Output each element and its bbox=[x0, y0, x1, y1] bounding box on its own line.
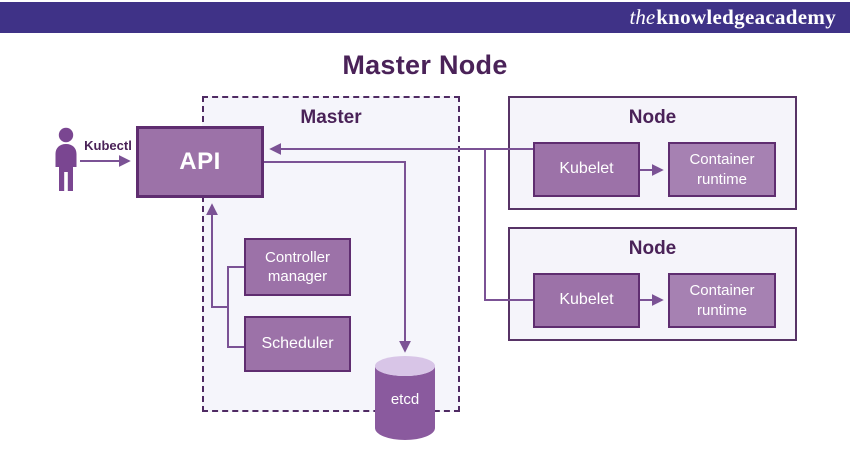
brand-logo: theknowledgeacademy bbox=[630, 7, 836, 28]
kubelet-box-2: Kubelet bbox=[533, 273, 640, 328]
logo-the: the bbox=[629, 5, 656, 29]
container-runtime-box-2: Container runtime bbox=[668, 273, 776, 328]
kubectl-label: Kubectl bbox=[84, 138, 132, 153]
etcd-cylinder-icon bbox=[375, 356, 435, 440]
brand-header: theknowledgeacademy bbox=[0, 2, 850, 33]
person-icon bbox=[55, 127, 77, 191]
logo-rest: knowledgeacademy bbox=[656, 5, 836, 29]
node-box-1: Node Kubelet Container runtime bbox=[508, 96, 797, 210]
page-title: Master Node bbox=[342, 50, 508, 80]
scheduler-box: Scheduler bbox=[244, 316, 351, 372]
node-label-2: Node bbox=[628, 238, 677, 259]
kubelet-box-1: Kubelet bbox=[533, 142, 640, 197]
master-group-label: Master bbox=[300, 107, 362, 128]
etcd-label: etcd bbox=[390, 391, 420, 408]
node-box-2: Node Kubelet Container runtime bbox=[508, 227, 797, 341]
api-server-box: API bbox=[136, 126, 264, 198]
node-label-1: Node bbox=[628, 107, 677, 128]
controller-manager-box: Controller manager bbox=[244, 238, 351, 296]
container-runtime-box-1: Container runtime bbox=[668, 142, 776, 197]
